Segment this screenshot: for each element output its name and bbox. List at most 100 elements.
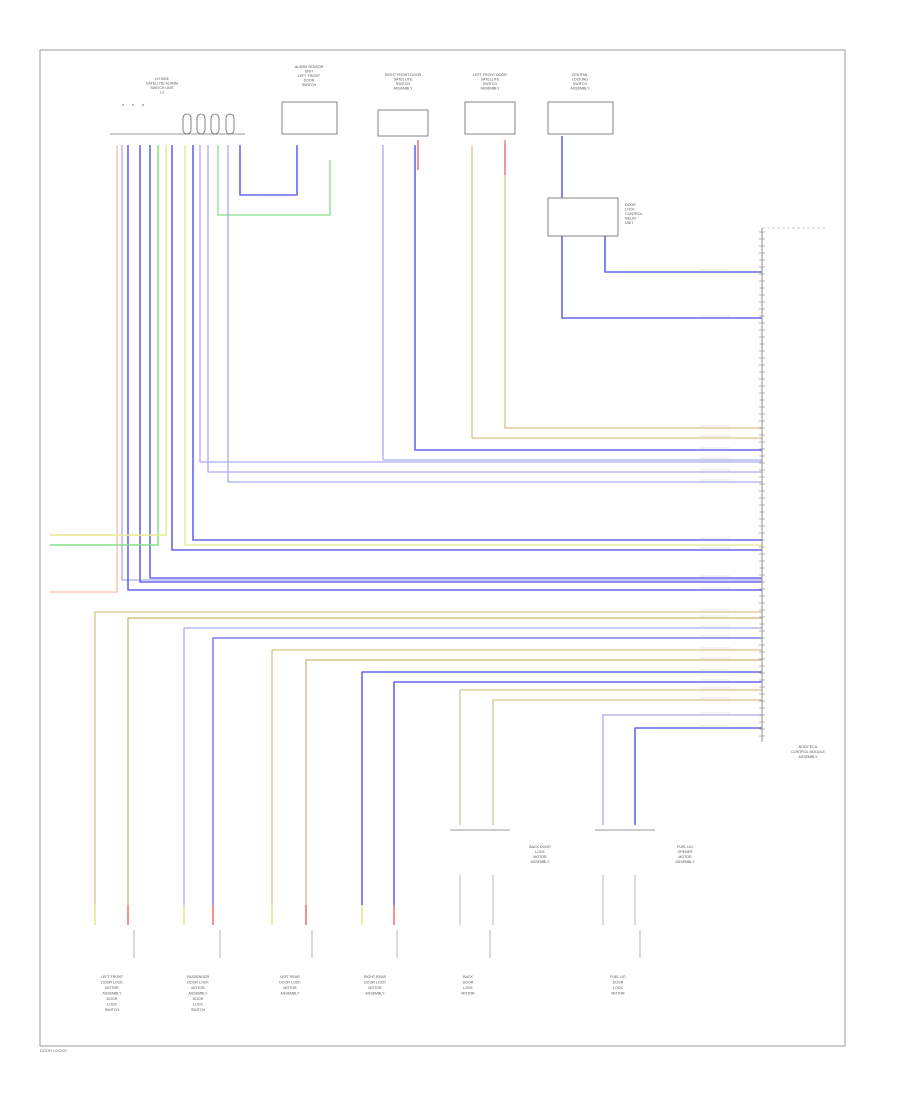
b1-label-line-5: DOOR	[107, 997, 118, 1001]
b1-label-line-1: LEFT FRONT	[101, 975, 124, 979]
wire-14	[227, 145, 762, 483]
c4-label-line-4: ASSEMBLY	[480, 87, 500, 91]
body-ecu-label-line-3: ASSEMBLY	[798, 755, 818, 759]
wire-12	[207, 145, 762, 473]
b3-label-line-3: MOTOR	[283, 986, 297, 990]
mid-module-label-line-1: DOOR	[625, 203, 636, 207]
b2-label-line-6: LOCK	[193, 1003, 203, 1007]
wire-1	[50, 145, 118, 593]
c4-label-line-3: SWITCH	[483, 82, 498, 86]
wire-36	[634, 727, 762, 825]
b2-label-line-4: ASSEMBLY	[188, 992, 208, 996]
wire-29	[271, 649, 762, 905]
b5-label-line-2: DOOR	[463, 981, 474, 985]
m1-label-line-1: BACK DOOR	[529, 845, 551, 849]
b3-label-line-2: DOOR LOCK	[279, 981, 301, 985]
wire-11	[199, 145, 762, 463]
m2-label-line-1: FUEL LID	[677, 845, 693, 849]
body-ecu-label-line-1: BODY ECU	[799, 745, 818, 749]
c1-label-line-4: L3	[160, 91, 164, 95]
c1-pin-1	[182, 113, 192, 135]
wire-19	[471, 145, 762, 439]
wire-27	[183, 627, 762, 905]
wire-8	[171, 145, 762, 551]
b4-label-line-3: MOTOR	[368, 986, 382, 990]
wire-30	[305, 659, 762, 905]
b6-label-line-2: DOOR	[613, 981, 624, 985]
wire-5	[149, 145, 762, 579]
b2-label-line-3: MOTOR	[191, 986, 205, 990]
diagram-footer: DOOR LOCKS	[40, 1048, 67, 1053]
wire-28	[212, 637, 762, 905]
wire-9	[184, 145, 762, 546]
m2-label-line-4: ASSEMBLY	[675, 860, 695, 864]
c4-box	[464, 101, 516, 135]
wire-24	[604, 236, 762, 273]
m1-label-line-2: LOCK	[535, 850, 545, 854]
m2-label-line-3: MOTOR	[678, 855, 692, 859]
c2-box	[281, 101, 338, 135]
connector-marks	[122, 104, 765, 958]
wire-10	[192, 145, 762, 541]
c1-label-line-2: SATELLITE ALARM	[146, 82, 178, 86]
c1-pin-3	[210, 113, 220, 135]
c3-box	[377, 109, 429, 137]
b5-label-line-1: BACK	[463, 975, 473, 979]
b2-label-line-1: PASSENGER	[187, 975, 210, 979]
c1-pin-2	[196, 113, 206, 135]
wire-15	[239, 145, 298, 196]
c1-dot-2	[132, 104, 134, 106]
wire-25	[94, 611, 762, 905]
c5-label-line-2: LOCKING	[572, 78, 588, 82]
b4-label-line-1: RIGHT REAR	[364, 975, 387, 979]
b5-label-line-3: LOCK	[463, 986, 473, 990]
b3-label-line-1: LEFT REAR	[280, 975, 300, 979]
wire-20	[504, 145, 762, 429]
c3-label-line-1: RIGHT FRONT DOOR	[385, 73, 422, 77]
wire-2	[121, 145, 762, 581]
b5-label-line-4: MOTOR	[461, 992, 475, 996]
mid-module-label-line-4: RELAY	[625, 217, 637, 221]
b4-label-line-4: ASSEMBLY	[365, 992, 385, 996]
c5-label-line-4: ASSEMBLY	[570, 87, 590, 91]
wire-17	[414, 145, 762, 451]
b1-label-line-3: MOTOR	[105, 986, 119, 990]
c2-label-line-1: ALARM SENSOR	[295, 65, 324, 69]
wire-4	[139, 145, 762, 583]
mid-module-box	[547, 197, 619, 237]
wire-layer	[50, 136, 762, 925]
c3-label-line-4: ASSEMBLY	[393, 87, 413, 91]
wire-32	[393, 681, 762, 905]
body-ecu-label-line-2: CONTROL MODULE	[791, 750, 825, 754]
m1-label-line-4: ASSEMBLY	[530, 860, 550, 864]
diagram-frame	[39, 49, 846, 1047]
c1-pin-4	[225, 113, 235, 135]
b6-label-line-3: LOCK	[613, 986, 623, 990]
c5-label-line-3: SWITCH	[573, 82, 588, 86]
mid-module-label-line-5: UNIT	[625, 221, 634, 225]
wire-6	[50, 145, 159, 546]
c4-label-line-2: SATELLITE	[481, 78, 500, 82]
c1-dot-3	[142, 104, 144, 106]
b6-label-line-1: FUEL LID	[610, 975, 626, 979]
c2-label-line-3: LEFT FRONT	[298, 74, 321, 78]
b3-label-line-4: ASSEMBLY	[280, 992, 300, 996]
m2-label-line-2: OPENER	[677, 850, 693, 854]
b2-label-line-5: DOOR	[193, 997, 204, 1001]
c2-label-line-5: SWITCH	[302, 83, 317, 87]
component-layer	[110, 101, 825, 831]
wire-23	[561, 236, 762, 319]
c5-box	[547, 101, 614, 135]
wire-35	[602, 714, 762, 825]
b1-label-line-6: LOCK	[107, 1003, 117, 1007]
c1-dot-1	[122, 104, 124, 106]
b1-label-line-4: ASSEMBLY	[102, 992, 122, 996]
c3-label-line-3: SWITCH	[396, 82, 411, 86]
wire-3	[127, 145, 762, 591]
wire-7	[50, 145, 167, 536]
mid-module-label-line-2: LOCK	[625, 208, 635, 212]
wire-34	[492, 699, 762, 825]
c5-label-line-1: CENTRAL	[572, 73, 589, 77]
